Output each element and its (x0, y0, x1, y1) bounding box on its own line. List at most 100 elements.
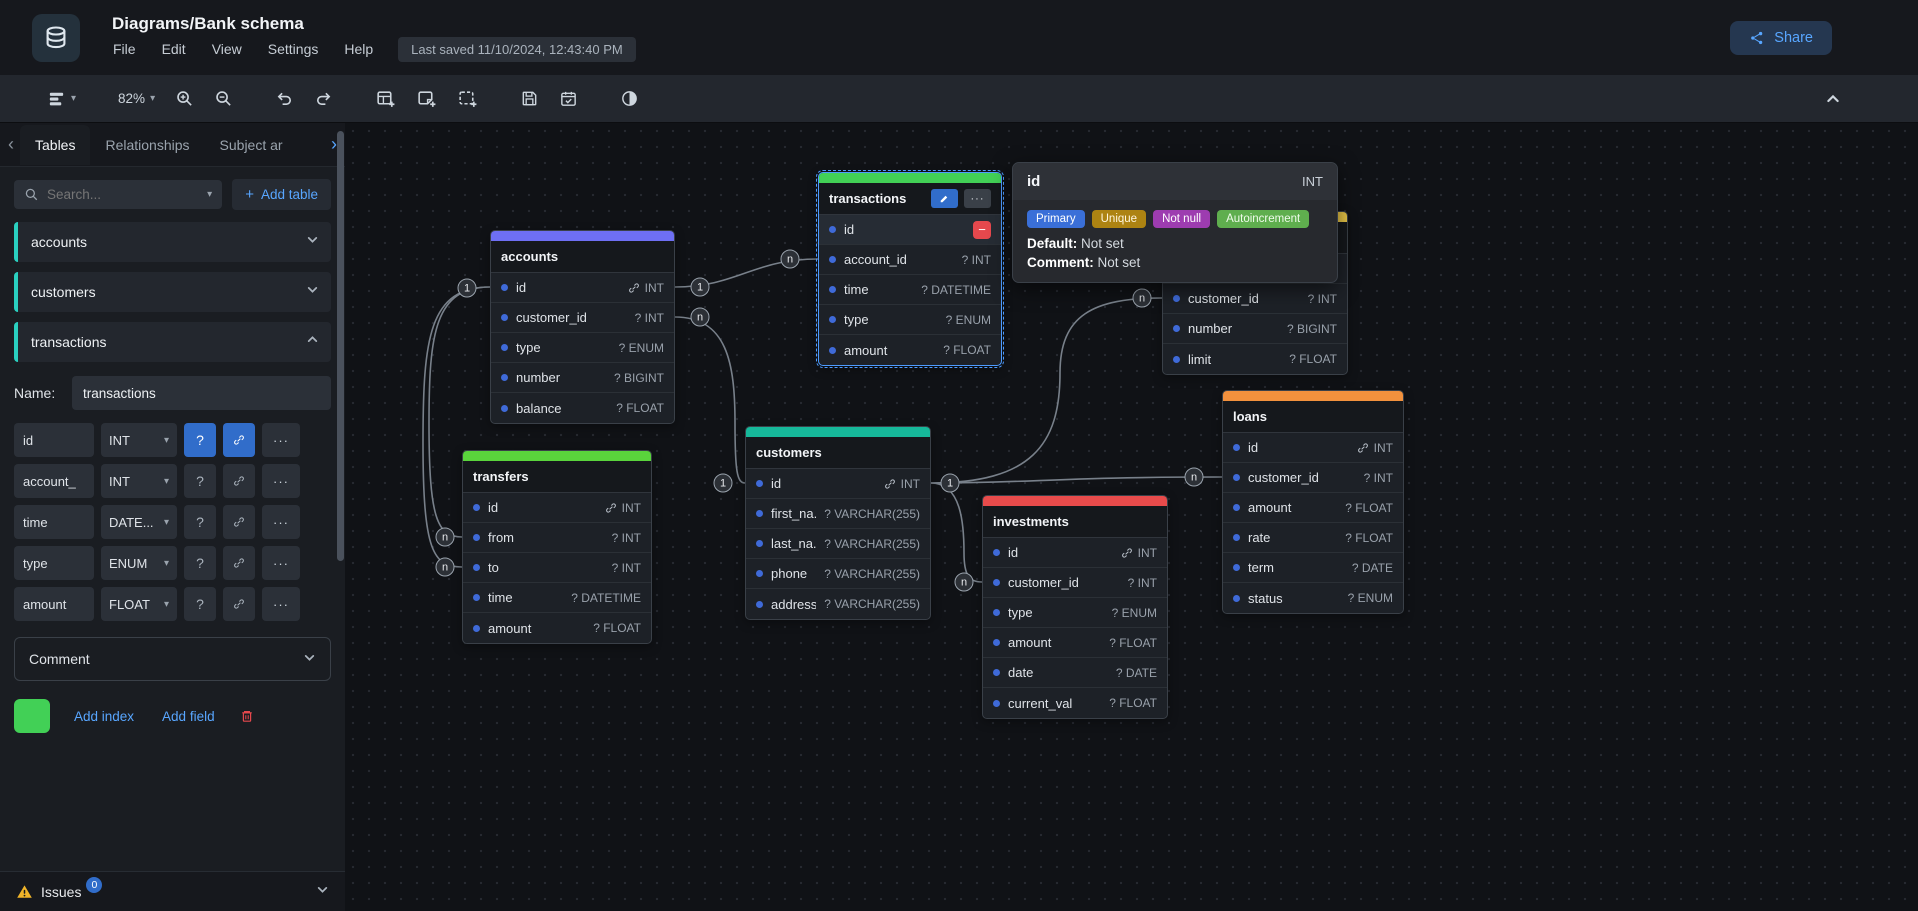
table-field-row[interactable]: last_na...? VARCHAR(255) (746, 529, 930, 559)
field-type-select[interactable]: ENUM▾ (101, 546, 177, 580)
field-name-input[interactable] (14, 423, 94, 457)
field-more-button[interactable]: ··· (262, 505, 300, 539)
table-color-swatch[interactable] (14, 699, 50, 733)
issues-bar[interactable]: Issues 0 (0, 871, 345, 911)
table-field-row[interactable]: number? BIGINT (1163, 314, 1347, 344)
relationship-line[interactable] (930, 482, 983, 583)
tab-subject-ar[interactable]: Subject ar (219, 136, 283, 153)
menu-help[interactable]: Help (344, 41, 374, 57)
chevron-up-icon[interactable] (306, 333, 319, 351)
table-field-row[interactable]: rate? FLOAT (1223, 523, 1403, 553)
table-field-row[interactable]: balance? FLOAT (491, 393, 674, 423)
table-field-row[interactable]: limit? FLOAT (1163, 344, 1347, 374)
table-field-row[interactable]: type? ENUM (983, 598, 1167, 628)
table-field-row[interactable]: current_val? FLOAT (983, 688, 1167, 718)
delete-field-button[interactable]: − (973, 220, 991, 239)
table-field-row[interactable]: from? INT (463, 523, 651, 553)
field-key-button[interactable] (223, 505, 255, 539)
search-dropdown-icon[interactable]: ▾ (207, 189, 213, 200)
add-table-sidebar-button[interactable]: + Add table (232, 179, 331, 210)
search-input[interactable] (47, 187, 200, 202)
delete-table-button[interactable] (239, 708, 255, 724)
add-field-button[interactable]: Add field (158, 703, 219, 730)
issues-chevron-down-icon[interactable] (316, 883, 329, 901)
field-key-button[interactable] (223, 423, 255, 457)
share-button[interactable]: Share (1730, 20, 1832, 55)
field-type-select[interactable]: FLOAT▾ (101, 587, 177, 621)
sidebar-table-customers[interactable]: customers (14, 272, 331, 312)
table-field-row[interactable]: id− (819, 215, 1001, 245)
field-nullable-button[interactable]: ? (184, 423, 216, 457)
table-field-row[interactable]: date? DATE (983, 658, 1167, 688)
table-field-row[interactable]: address? VARCHAR(255) (746, 589, 930, 619)
theme-toggle-button[interactable] (613, 83, 646, 114)
table-field-row[interactable]: phone? VARCHAR(255) (746, 559, 930, 589)
layout-menu-button[interactable]: ▾ (40, 83, 83, 114)
table-field-row[interactable]: type? ENUM (819, 305, 1001, 335)
field-name-input[interactable] (14, 587, 94, 621)
todo-button[interactable] (552, 83, 585, 114)
zoom-out-button[interactable] (207, 83, 240, 114)
table-field-row[interactable]: amount? FLOAT (819, 335, 1001, 365)
field-more-button[interactable]: ··· (262, 423, 300, 457)
menu-settings[interactable]: Settings (267, 41, 319, 57)
table-field-row[interactable]: customer_id? INT (1163, 284, 1347, 314)
sidebar-scrollbar[interactable] (337, 131, 344, 901)
field-key-button[interactable] (223, 587, 255, 621)
table-search-box[interactable]: ▾ (14, 180, 223, 209)
tab-tables[interactable]: Tables (20, 124, 91, 165)
table-field-row[interactable]: amount? FLOAT (463, 613, 651, 643)
field-name-input[interactable] (14, 505, 94, 539)
field-nullable-button[interactable]: ? (184, 464, 216, 498)
add-note-button[interactable] (409, 82, 444, 115)
scrollbar-thumb[interactable] (337, 131, 344, 561)
field-more-button[interactable]: ··· (262, 464, 300, 498)
menu-view[interactable]: View (211, 41, 242, 57)
field-nullable-button[interactable]: ? (184, 505, 216, 539)
table-field-row[interactable]: number? BIGINT (491, 363, 674, 393)
field-more-button[interactable]: ··· (262, 546, 300, 580)
relationship-line[interactable] (674, 316, 746, 484)
tab-scroll-right-icon[interactable]: › (325, 134, 343, 155)
sidebar-table-transactions[interactable]: transactions (14, 322, 331, 362)
collapse-toolbar-button[interactable] (1818, 85, 1848, 113)
undo-button[interactable] (268, 83, 301, 114)
tab-relationships[interactable]: Relationships (105, 136, 190, 153)
menu-edit[interactable]: Edit (161, 41, 186, 57)
sidebar-table-accounts[interactable]: accounts (14, 222, 331, 262)
table-name-input[interactable] (72, 376, 331, 410)
table-field-row[interactable]: customer_id? INT (1223, 463, 1403, 493)
table-field-row[interactable]: customer_id? INT (491, 303, 674, 333)
field-nullable-button[interactable]: ? (184, 546, 216, 580)
table-field-row[interactable]: first_na...? VARCHAR(255) (746, 499, 930, 529)
table-field-row[interactable]: type? ENUM (491, 333, 674, 363)
table-more-button[interactable]: ··· (964, 189, 991, 208)
zoom-in-button[interactable] (168, 83, 201, 114)
field-key-button[interactable] (223, 464, 255, 498)
field-nullable-button[interactable]: ? (184, 587, 216, 621)
table-field-row[interactable]: customer_id? INT (983, 568, 1167, 598)
field-more-button[interactable]: ··· (262, 587, 300, 621)
table-field-row[interactable]: amount? FLOAT (1223, 493, 1403, 523)
add-area-button[interactable] (450, 82, 485, 115)
add-table-button[interactable] (368, 82, 403, 115)
chevron-down-icon[interactable] (306, 233, 319, 251)
add-index-button[interactable]: Add index (70, 703, 138, 730)
edit-table-button[interactable] (931, 189, 958, 208)
field-type-select[interactable]: INT▾ (101, 423, 177, 457)
field-name-input[interactable] (14, 546, 94, 580)
field-type-select[interactable]: DATE...▾ (101, 505, 177, 539)
redo-button[interactable] (307, 83, 340, 114)
table-field-row[interactable]: term? DATE (1223, 553, 1403, 583)
